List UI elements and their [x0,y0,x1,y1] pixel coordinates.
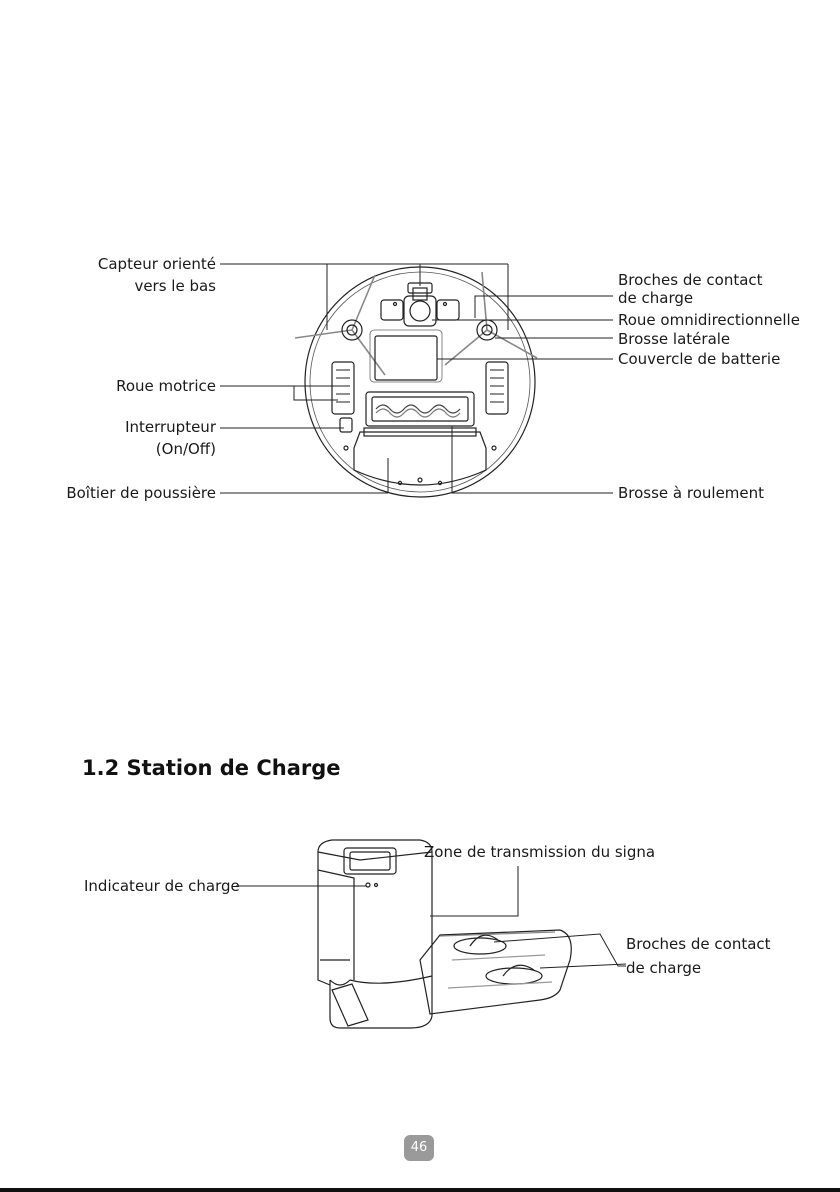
label-indicateur: Indicateur de charge [84,877,240,896]
label-station-broches-line2: de charge [626,959,701,978]
label-station-broches-line1: Broches de contact [626,935,771,954]
page-number: 46 [404,1135,434,1161]
label-zone-transmission: Zone de transmission du signa [424,843,655,862]
bottom-rule [0,1188,840,1192]
